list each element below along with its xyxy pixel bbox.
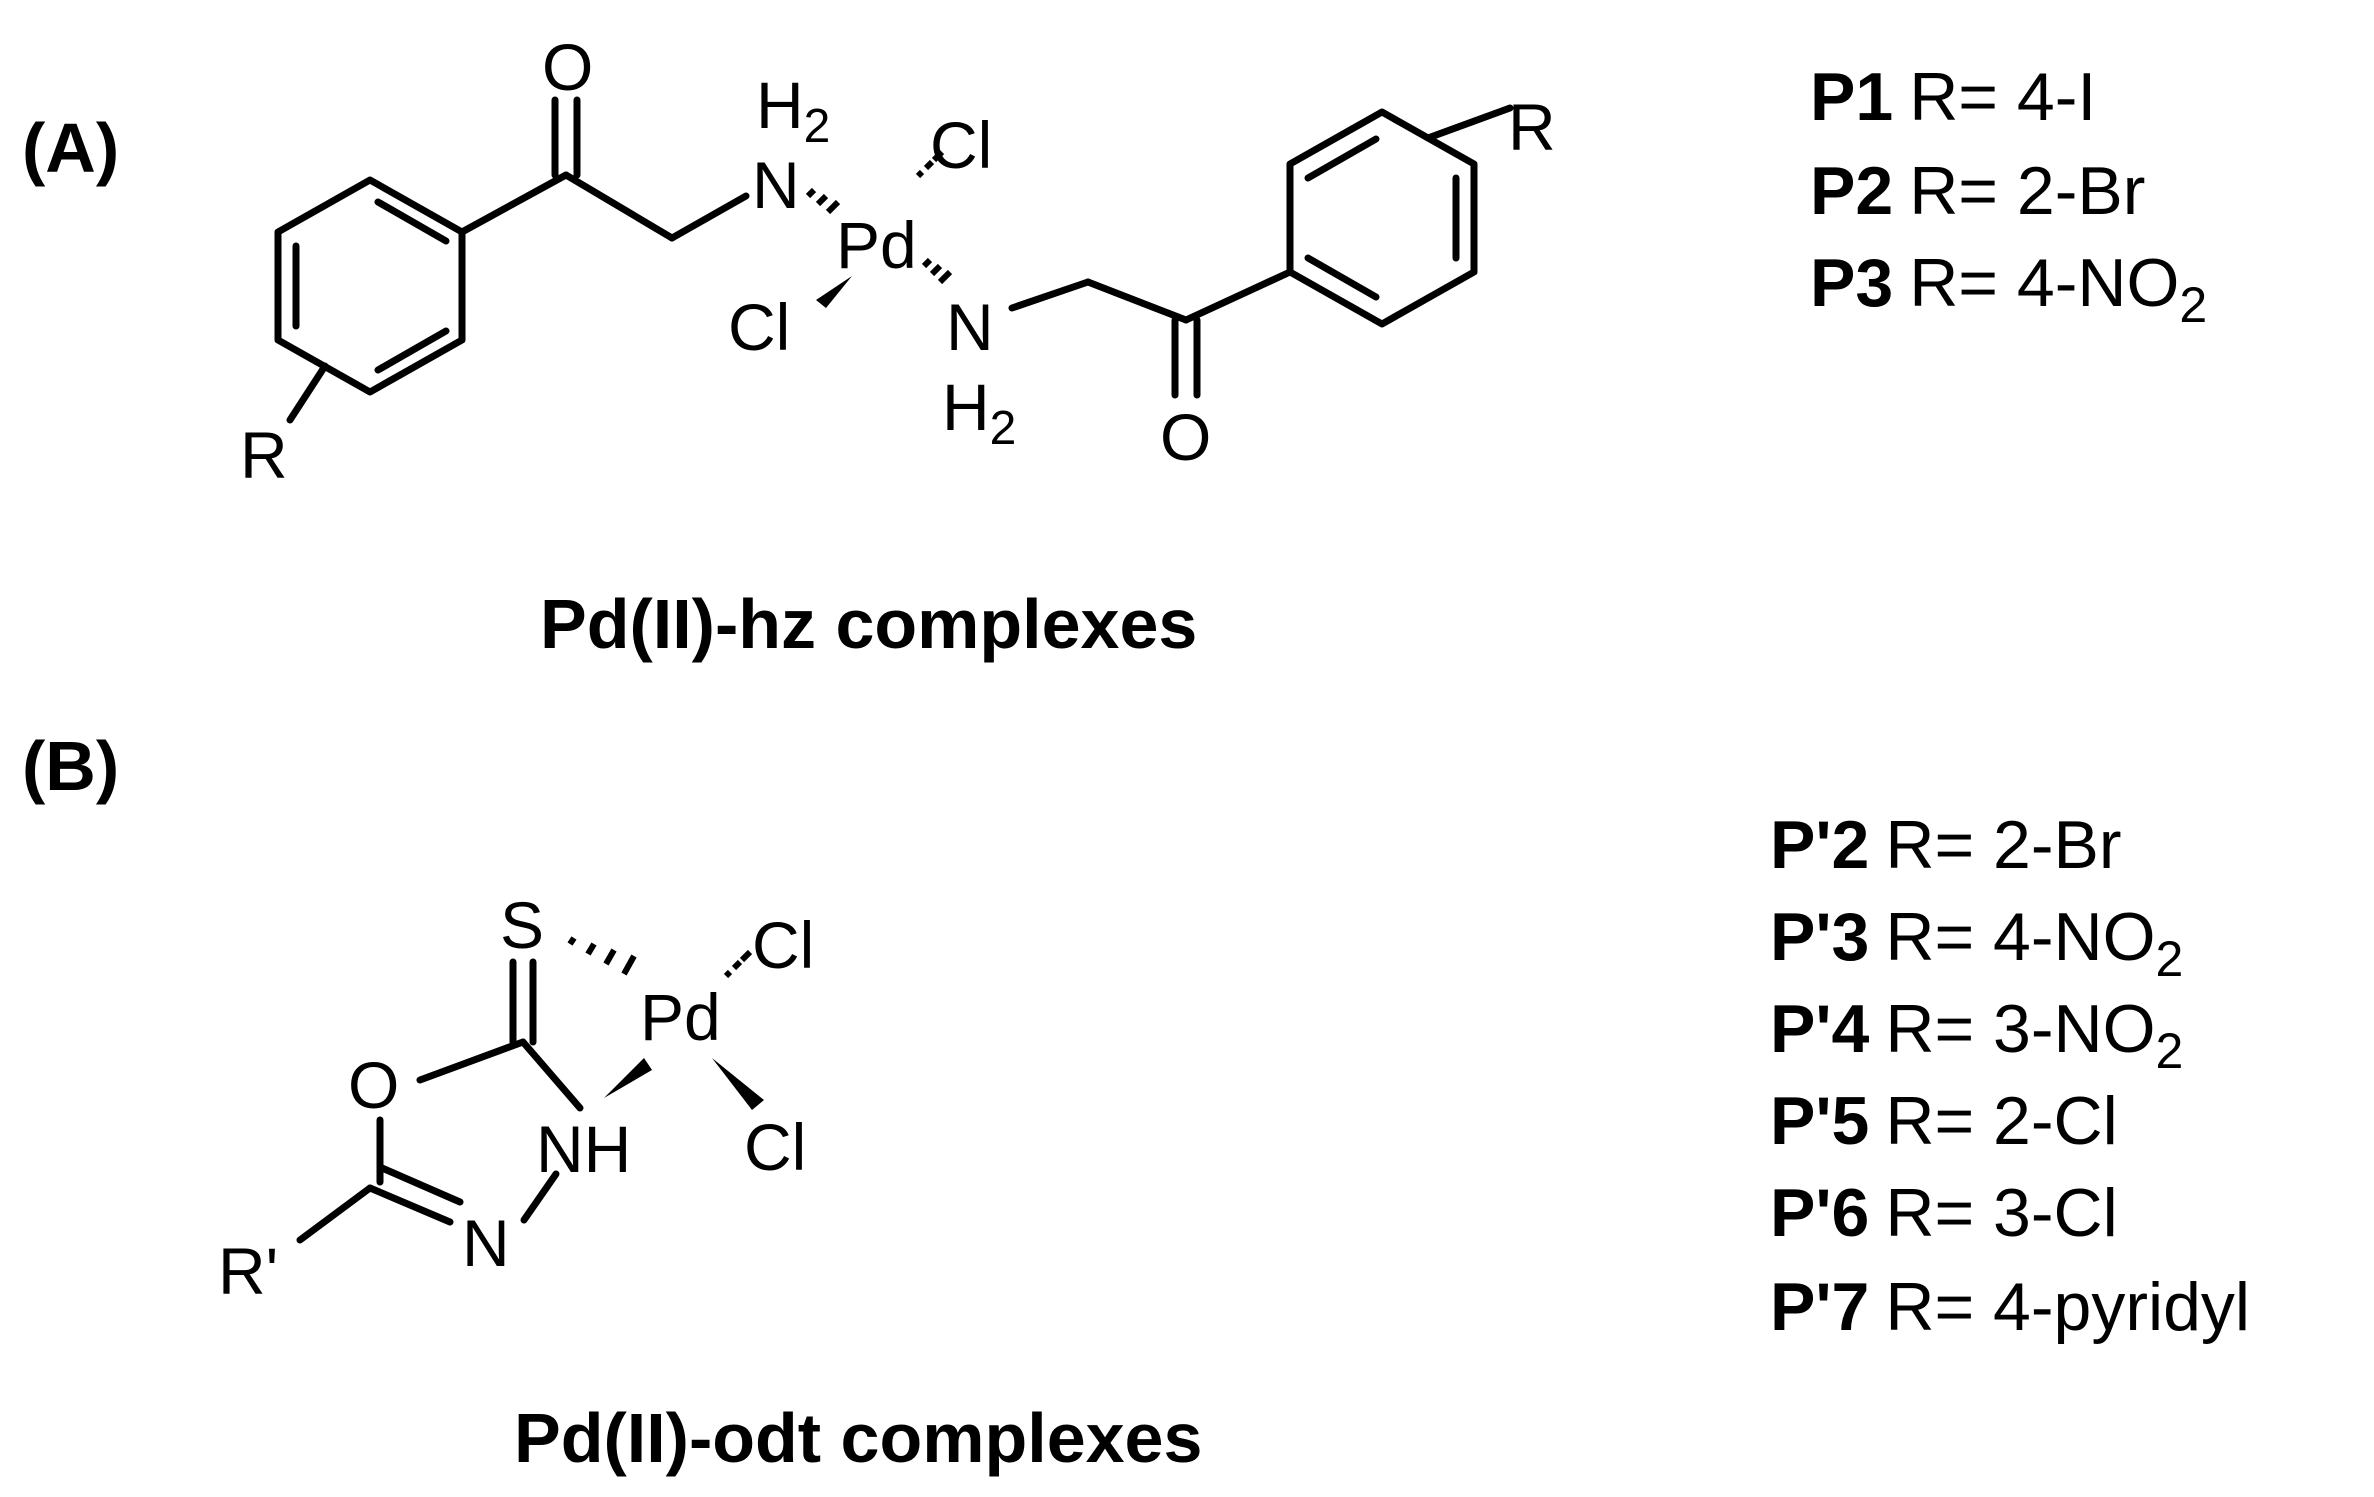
panel-a-o-top: O bbox=[542, 30, 593, 104]
panel-a-o-bottom: O bbox=[1160, 400, 1211, 474]
panel-a-left-benzene-ring bbox=[274, 176, 466, 424]
panel-b-r-prime: R' bbox=[218, 1234, 278, 1308]
panel-b-o: O bbox=[348, 1048, 399, 1122]
panel-b-cl-top: Cl bbox=[752, 908, 814, 982]
panel-b-cs-double-bond bbox=[509, 958, 537, 1046]
panel-b-caption: Pd(II)-odt complexes bbox=[514, 1399, 1202, 1477]
panel-a-hash-pd-cl-top bbox=[915, 149, 945, 179]
panel-a-pd: Pd bbox=[836, 208, 917, 282]
panel-a-n-right: N bbox=[946, 290, 994, 364]
panel-b-pd: Pd bbox=[640, 980, 721, 1054]
panel-a-hash-pd-n-right bbox=[921, 257, 953, 285]
panel-a-cl-left: Cl bbox=[728, 290, 790, 364]
panel-a-h2-bottom: H2 bbox=[942, 370, 1016, 455]
panel-a-right-benzene-ring bbox=[1286, 104, 1514, 328]
panel-a-right-ketone-chain bbox=[1008, 268, 1294, 399]
panel-b-oxadiazole-ring bbox=[296, 1038, 584, 1244]
panel-b-cl-bottom: Cl bbox=[744, 1110, 806, 1184]
panel-a-n-left: N bbox=[752, 148, 800, 222]
panel-b-nh: NH bbox=[536, 1112, 631, 1186]
panel-a-cl-top: Cl bbox=[930, 108, 992, 182]
panel-a-hash-n-pd-top bbox=[805, 187, 841, 215]
panel-b-n: N bbox=[462, 1206, 510, 1280]
panel-a-h2-top: H2 bbox=[756, 68, 830, 153]
panel-b-s: S bbox=[500, 888, 544, 962]
panel-b-label: (B) bbox=[22, 727, 119, 805]
panel-a-r-left: R bbox=[240, 418, 288, 492]
panel-a-label: (A) bbox=[22, 109, 119, 187]
panel-a-wedge-pd-cl-left bbox=[816, 276, 852, 308]
panel-b-wedge-nh-pd bbox=[604, 1058, 652, 1098]
panel-a-r-right: R bbox=[1508, 90, 1556, 164]
panel-b-hash-pd-cl-top bbox=[723, 949, 753, 979]
panel-a-caption: Pd(II)-hz complexes bbox=[540, 585, 1197, 663]
panel-b-hash-s-pd bbox=[567, 936, 637, 976]
panel-a-left-ketone-chain bbox=[458, 96, 750, 242]
panel-b-wedge-pd-cl-bottom bbox=[712, 1058, 764, 1110]
